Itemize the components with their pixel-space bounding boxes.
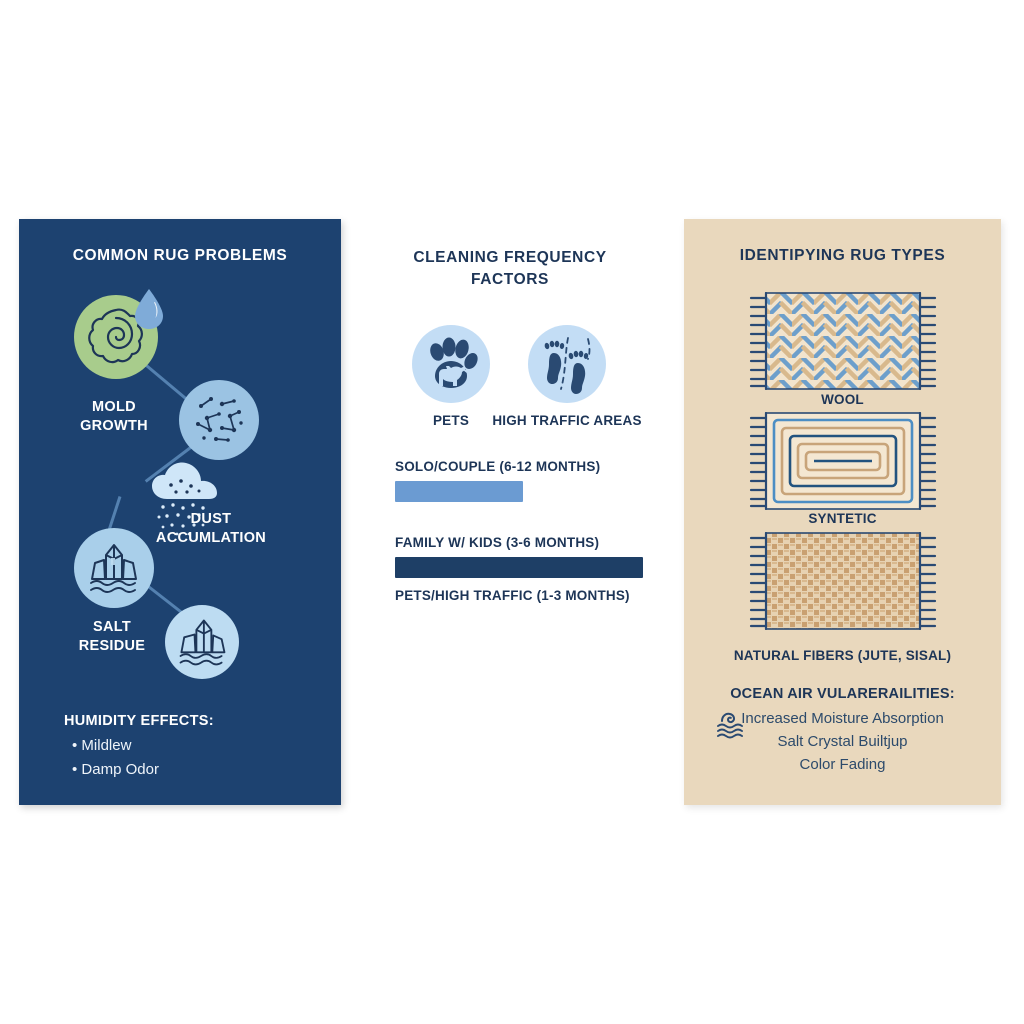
factor-traffic-circle xyxy=(528,325,606,403)
wave-icon xyxy=(717,712,743,739)
humidity-effects-block: HUMIDITY EFFECTS: Mildlew Damp Odor xyxy=(64,713,314,782)
list-item: Increased Moisture Absorption xyxy=(741,710,944,727)
list-item: Mildlew xyxy=(72,734,314,758)
bar-caption-pets-high-traffic: PETS/HIGH TRAFFIC (1-3 MONTHS) xyxy=(395,588,630,603)
panel-common-rug-problems xyxy=(19,219,341,805)
node-label-dust-accumulation: DUST ACCUMLATION xyxy=(150,510,272,548)
ocean-air-vulnerabilities-block: OCEAN AIR VULARERAILITIES: Increased Moi… xyxy=(684,686,1001,777)
synthetic-rug-icon xyxy=(749,411,937,511)
factor-label-high-traffic: HIGH TRAFFIC AREAS xyxy=(492,413,642,428)
node-label-mold-growth: MOLD GROWTH xyxy=(58,398,170,436)
bar-family-kids xyxy=(395,557,643,578)
factor-pets-circle xyxy=(412,325,490,403)
factor-label-pets: PETS xyxy=(432,413,470,428)
title-line-2: FACTORS xyxy=(471,271,549,289)
node-salt-residue xyxy=(74,528,154,608)
salt-crystal-icon xyxy=(90,544,137,593)
bar-solo-couple xyxy=(395,481,523,502)
panel-cleaning-frequency xyxy=(355,219,665,805)
factor-high-traffic-areas: HIGH TRAFFIC AREAS xyxy=(492,325,641,428)
list-item: Damp Odor xyxy=(72,758,314,782)
wool-rug-icon xyxy=(749,291,937,391)
node-label-dust-line1: DUST xyxy=(190,511,232,527)
bar-row-pets-high-traffic: PETS/HIGH TRAFFIC (1-3 MONTHS) xyxy=(395,588,655,603)
list-item: Salt Crystal Builtjup xyxy=(777,732,908,750)
rug-sample-synthetic xyxy=(748,411,938,511)
water-drop-icon xyxy=(135,289,163,329)
node-salt-crystal-secondary xyxy=(165,605,239,679)
rug-caption-wool: WOOL xyxy=(821,392,864,407)
title-line-1: CLEANING FREQUENCY xyxy=(413,249,607,266)
bar-row-family-kids: FAMILY W/ KIDS (3-6 MONTHS) xyxy=(395,535,655,578)
node-rain-cloud xyxy=(145,455,229,536)
paw-print-dog-icon xyxy=(430,337,478,388)
rug-sample-natural-fibers xyxy=(748,531,938,631)
page-title-common-rug-problems: COMMON RUG PROBLEMS xyxy=(72,247,288,264)
factor-pets: PETS xyxy=(412,325,490,428)
node-label-salt-line1: SALT xyxy=(93,619,131,635)
rug-caption-synthetic: SYNTETIC xyxy=(808,511,877,526)
node-label-mold-line2: GROWTH xyxy=(80,417,148,434)
list-item: Color Fading xyxy=(799,755,886,773)
bar-row-solo-couple: SOLO/COUPLE (6-12 MONTHS) xyxy=(395,459,655,502)
humidity-effects-heading: HUMIDITY EFFECTS: xyxy=(64,713,214,729)
salt-crystal-icon xyxy=(179,619,226,666)
bar-caption-solo-couple: SOLO/COUPLE (6-12 MONTHS) xyxy=(395,459,601,474)
ocean-air-heading: OCEAN AIR VULARERAILITIES: xyxy=(730,686,955,702)
page-title-identifying-rug-types: IDENTIPYING RUG TYPES xyxy=(739,247,946,264)
rug-caption-natural-fibers: NATURAL FIBERS (JUTE, SISAL) xyxy=(733,648,952,663)
natural-fiber-rug-icon xyxy=(749,531,937,631)
node-label-salt-residue: SALT RESIDUE xyxy=(56,618,168,656)
bar-caption-family-kids: FAMILY W/ KIDS (3-6 MONTHS) xyxy=(395,535,600,550)
rain-cloud-icon xyxy=(152,462,217,536)
node-label-salt-line2: RESIDUE xyxy=(78,637,146,654)
footprints-icon xyxy=(544,337,591,394)
dust-particles-icon xyxy=(196,397,243,442)
node-label-dust-line2: ACCUMLATION xyxy=(155,529,267,546)
node-label-mold-line1: MOLD xyxy=(92,399,136,415)
rug-sample-wool xyxy=(748,291,938,391)
node-dust-accumulation xyxy=(179,380,259,460)
page-title-cleaning-frequency: CLEANING FREQUENCY FACTORS xyxy=(355,247,665,292)
